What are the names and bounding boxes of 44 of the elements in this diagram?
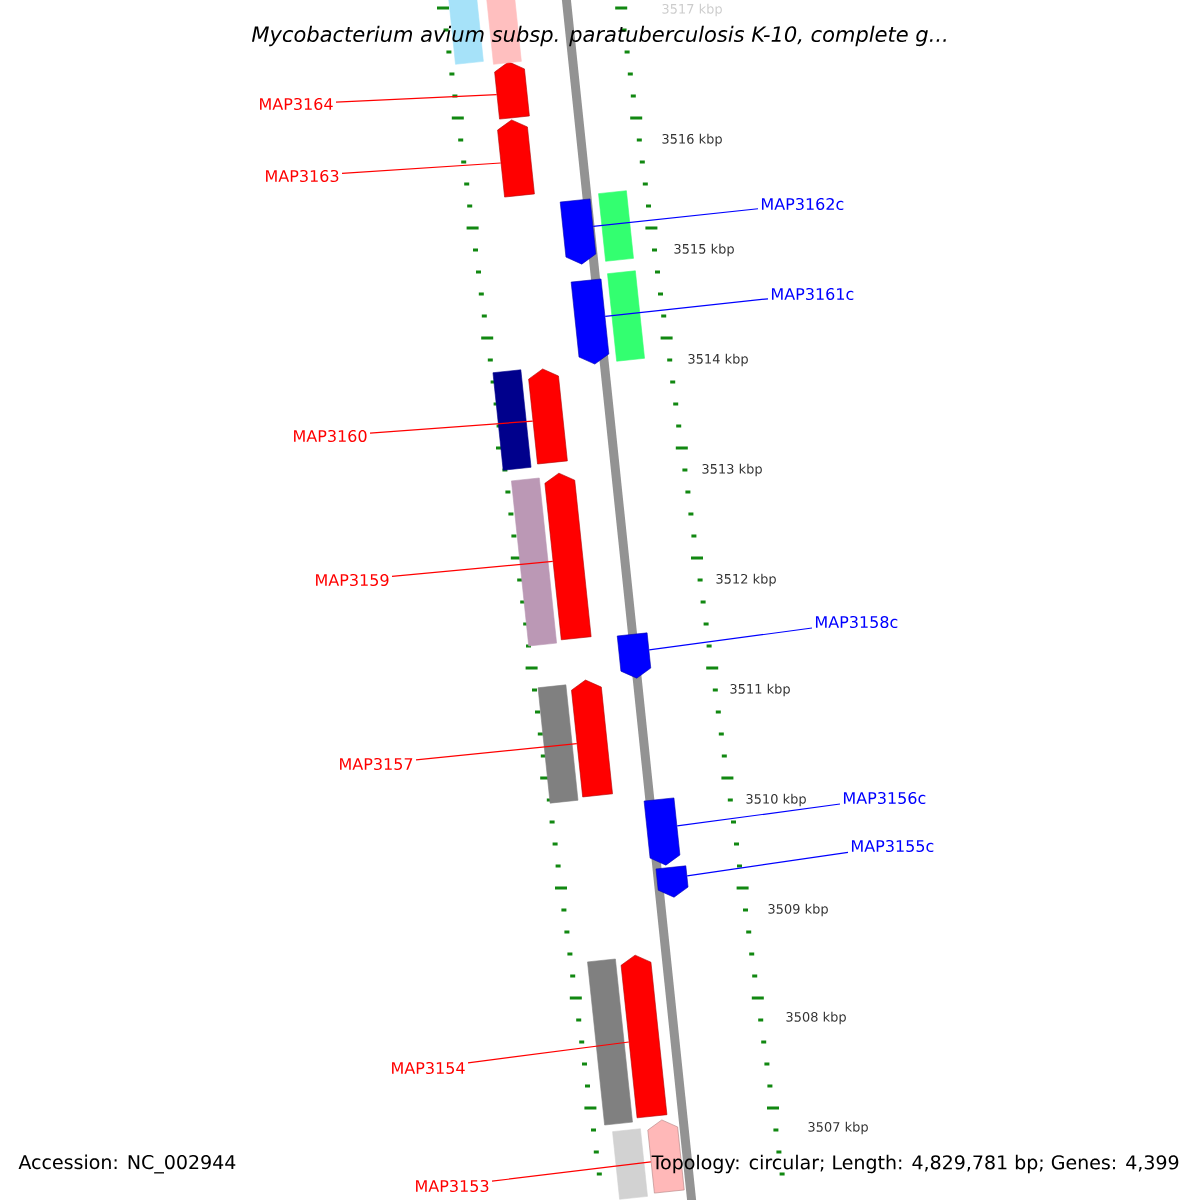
gene-block — [570, 278, 610, 365]
gene-block — [559, 198, 597, 265]
gene-label: MAP3161c — [772, 287, 854, 301]
accession-text: Accession: NC_002944 — [18, 1154, 236, 1174]
gene-label: MAP3162c — [762, 197, 844, 211]
leader-line — [335, 94, 498, 103]
gene-block — [494, 61, 530, 120]
gene-label: MAP3159 — [316, 573, 389, 587]
gene-label: MAP3163 — [266, 169, 339, 183]
leader-line — [415, 742, 578, 761]
gene-block — [571, 679, 613, 798]
leader-line — [467, 1041, 630, 1064]
gene-block — [620, 954, 668, 1119]
leader-line — [491, 1161, 652, 1182]
leader-line — [648, 627, 813, 651]
gene-label: MAP3156c — [844, 791, 926, 805]
gene-label: MAP3154 — [392, 1061, 465, 1075]
leader-line — [604, 298, 769, 317]
gene-label: MAP3158c — [816, 615, 898, 629]
gene-block — [497, 119, 535, 198]
gene-label: MAP3153 — [416, 1179, 489, 1193]
leader-line — [391, 560, 554, 577]
leader-line — [592, 208, 759, 227]
gene-block — [544, 472, 592, 641]
map-title: Mycobacterium avium subsp. paratuberculosis K-10, complete g... — [251, 25, 946, 47]
leader-line — [686, 851, 849, 877]
feature-bar — [607, 270, 645, 362]
gene-block — [616, 632, 652, 679]
leader-line — [369, 420, 534, 434]
gene-block — [528, 368, 568, 465]
feature-bar — [612, 1128, 648, 1200]
gene-block — [655, 865, 689, 898]
gene-label: MAP3164 — [260, 97, 333, 111]
genome-info-text: Topology: circular; Length: 4,829,781 bp; Genes: 4,399 — [651, 1154, 1179, 1174]
feature-bar — [598, 190, 634, 262]
gene-label: MAP3157 — [340, 757, 413, 771]
feature-bar — [511, 477, 557, 647]
leader-line — [676, 803, 841, 827]
gene-label: MAP3155c — [852, 839, 934, 853]
feature-bar — [587, 958, 633, 1126]
feature-bar — [492, 369, 532, 471]
leader-line — [341, 162, 502, 174]
gene-label: MAP3160 — [294, 429, 367, 443]
feature-bar — [537, 684, 579, 804]
